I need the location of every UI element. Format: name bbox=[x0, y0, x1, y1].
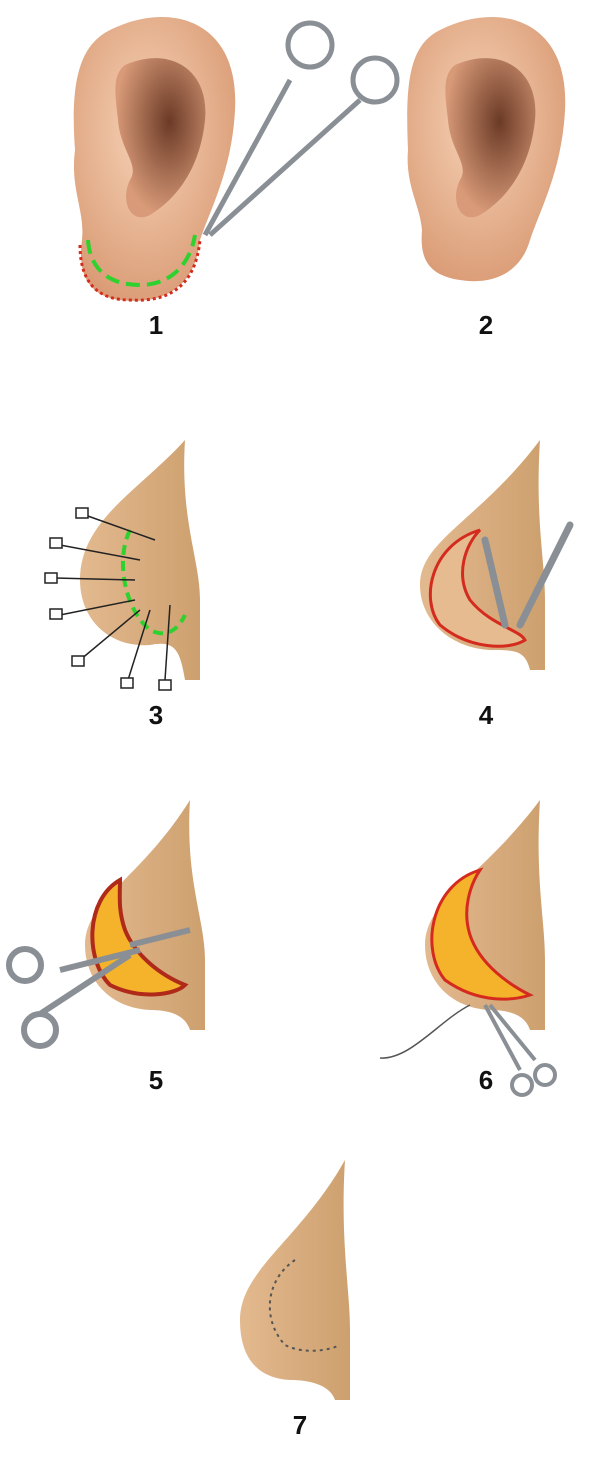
earlobe-incision-with-scalpels bbox=[420, 440, 574, 670]
step-label-2: 2 bbox=[478, 310, 494, 340]
step-label-4: 4 bbox=[478, 700, 494, 730]
needle-holder-icon bbox=[483, 1003, 557, 1097]
step-label-6: 6 bbox=[478, 1065, 494, 1095]
step-label-3: 3 bbox=[148, 700, 164, 730]
earlobe-suturing-with-needle-holder bbox=[379, 800, 557, 1097]
earlobe-dissection-with-forceps bbox=[6, 800, 205, 1049]
ear-reduced-lobe bbox=[407, 16, 566, 282]
scissors-icon bbox=[202, 20, 400, 237]
suture-line bbox=[268, 1259, 341, 1352]
step-label-7: 7 bbox=[292, 1410, 308, 1440]
pin-icons bbox=[44, 507, 172, 691]
step-label-1: 1 bbox=[148, 310, 164, 340]
earlobe-with-pins-and-incision-line bbox=[44, 440, 200, 691]
ear-with-scissors-and-incision-marks bbox=[73, 16, 400, 302]
forceps-icon bbox=[6, 927, 191, 1049]
step-label-5: 5 bbox=[148, 1065, 164, 1095]
scalpel-icon bbox=[481, 521, 574, 629]
earlobe-closed-with-sutures bbox=[240, 1160, 350, 1400]
